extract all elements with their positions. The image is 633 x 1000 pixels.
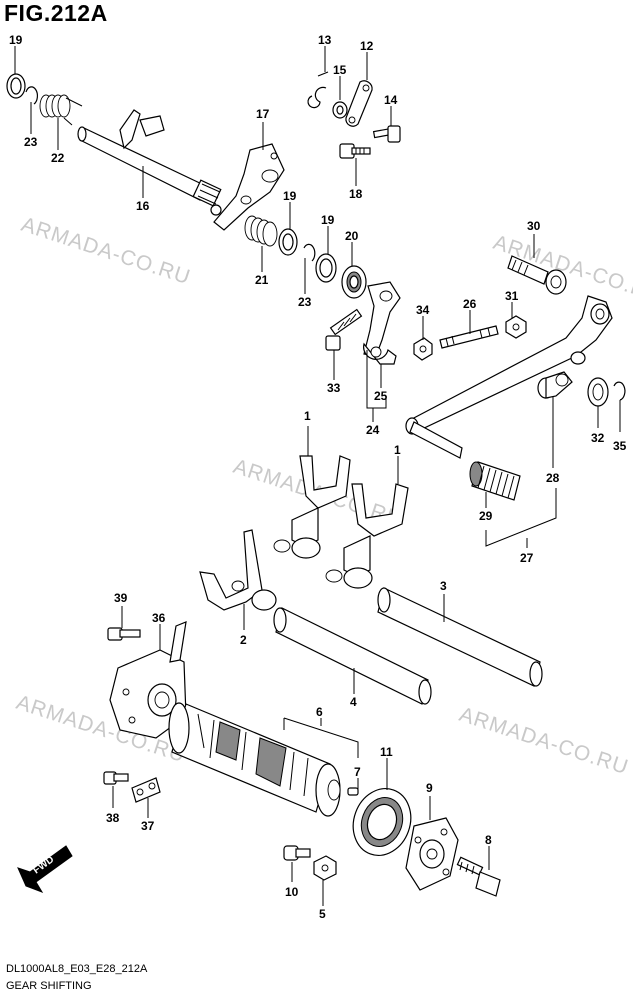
part-2-shift-fork	[199, 529, 277, 611]
callout-34: 34	[416, 303, 430, 317]
watermark-1: ARMADA-CO.RU	[18, 213, 193, 289]
part-26-rod	[439, 325, 499, 349]
part-16-gearshift-shaft	[77, 109, 222, 216]
part-34-nut	[413, 337, 433, 361]
callout-23: 23	[24, 135, 38, 149]
callout-30: 30	[527, 219, 541, 233]
fwd-arrow-icon: FWD	[17, 845, 73, 893]
callout-27: 27	[520, 551, 534, 565]
callout-28: 28	[546, 471, 560, 485]
callout-17: 17	[256, 107, 270, 121]
part-37-plate	[131, 777, 161, 803]
part-8-bolt	[456, 856, 501, 897]
callout-22: 22	[51, 151, 65, 165]
part-14-bolt	[372, 125, 401, 143]
part-6-gearshift-cam	[168, 702, 341, 817]
part-29-shift-rubber	[469, 461, 521, 501]
part-1-shift-fork-b	[325, 483, 409, 589]
callout-19: 19	[283, 189, 297, 203]
callout-25: 25	[374, 389, 388, 403]
callout-8: 8	[485, 833, 492, 847]
callout-2: 2	[240, 633, 247, 647]
part-19-washer-c	[315, 253, 337, 283]
callout-32: 32	[591, 431, 605, 445]
callout-14: 14	[384, 93, 398, 107]
callout-11: 11	[380, 745, 393, 759]
callout-1: 1	[304, 409, 311, 423]
callout-19: 19	[321, 213, 335, 227]
callout-31: 31	[505, 289, 519, 303]
part-28-lever-pivot	[537, 371, 573, 399]
part-13-spring	[307, 71, 329, 109]
callout-15: 15	[333, 63, 347, 77]
part-35-circlip	[613, 381, 626, 401]
part-38-bolt	[103, 771, 129, 785]
part-21-spring	[244, 215, 278, 247]
callout-26: 26	[463, 297, 477, 311]
callout-10: 10	[285, 885, 299, 899]
part-1-shift-fork-a	[273, 455, 351, 559]
figure-code: DL1000AL8_E03_E28_212A	[6, 963, 148, 975]
part-23-circlip-b	[303, 243, 316, 262]
callout-7: 7	[354, 765, 361, 779]
part-31-nut	[505, 315, 527, 339]
part-10-bolt	[283, 845, 311, 861]
callouts: 19 23 22 16 17 19 21 23 19 20 13 15 12 1…	[9, 33, 627, 921]
part-19-washer-b	[278, 228, 298, 256]
callout-23: 23	[298, 295, 312, 309]
part-36-gearshift-cam-stopper	[109, 621, 187, 739]
part-3-fork-shaft	[377, 587, 543, 687]
callout-29: 29	[479, 509, 493, 523]
part-19-washer-a	[6, 73, 26, 99]
part-32-washer	[587, 377, 609, 407]
callout-24: 24	[366, 423, 380, 437]
part-23-circlip-a	[25, 86, 39, 105]
part-20-bearing	[341, 265, 367, 299]
callout-33: 33	[327, 381, 341, 395]
part-9-cam-stopper-plate	[405, 817, 459, 891]
callout-37: 37	[141, 819, 155, 833]
callout-13: 13	[318, 33, 332, 47]
callout-12: 12	[360, 39, 374, 53]
figure-name: GEAR SHIFTING	[6, 980, 92, 992]
part-7-pin	[347, 787, 359, 796]
callout-6: 6	[316, 705, 323, 719]
figure-title: FIG.212A	[4, 0, 108, 26]
watermark-5: ARMADA-CO.RU	[456, 703, 631, 779]
callout-4: 4	[350, 695, 357, 709]
callout-20: 20	[345, 229, 359, 243]
part-25-rod-end	[363, 281, 401, 365]
part-17-gearshift-arm	[213, 143, 285, 231]
leader-lines	[14, 46, 621, 906]
callout-9: 9	[426, 781, 433, 795]
part-33-bolt	[325, 308, 363, 351]
callout-5: 5	[319, 907, 326, 921]
part-5-collar	[313, 855, 337, 881]
part-15-washer	[332, 101, 348, 119]
callout-16: 16	[136, 199, 150, 213]
callout-38: 38	[106, 811, 120, 825]
part-30-pivot-bolt	[507, 255, 567, 295]
part-12-link	[345, 80, 373, 127]
callout-18: 18	[349, 187, 363, 201]
part-11-bearing	[352, 788, 412, 856]
callout-1: 1	[394, 443, 401, 457]
callout-3: 3	[440, 579, 447, 593]
callout-19: 19	[9, 33, 23, 47]
callout-39: 39	[114, 591, 128, 605]
part-28-shift-lever	[405, 295, 613, 459]
part-22-spring	[39, 94, 83, 126]
callout-36: 36	[152, 611, 166, 625]
part-39-bolt	[107, 627, 141, 641]
part-4-fork-shaft	[273, 607, 432, 705]
callout-35: 35	[613, 439, 627, 453]
callout-21: 21	[255, 273, 269, 287]
part-18-bolt	[339, 143, 371, 159]
